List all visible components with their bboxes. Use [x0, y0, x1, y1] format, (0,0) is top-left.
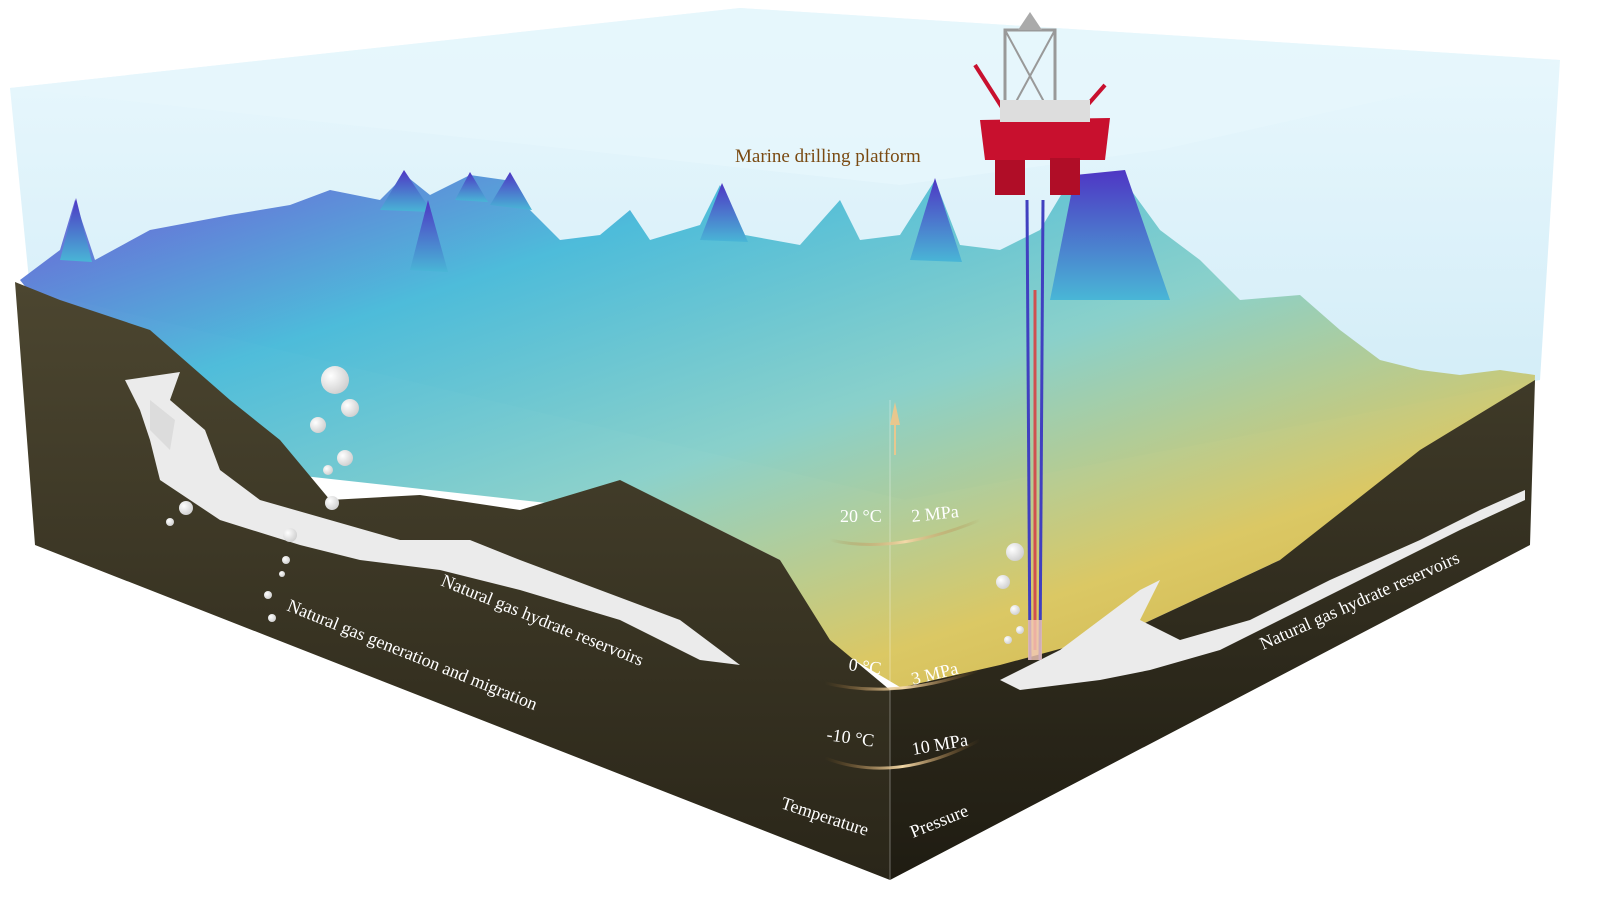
drilling-platform — [973, 12, 1110, 195]
left-sediment-face — [15, 282, 890, 880]
water-top-surface — [10, 8, 1560, 185]
gas-bubbles-well — [996, 543, 1024, 644]
right-sediment-face — [890, 380, 1535, 880]
temp-level-1: 20 °C — [840, 506, 882, 526]
temp-level-2: 0 °C — [847, 654, 882, 678]
drill-string — [1025, 199, 1045, 661]
platform-label: Marine drilling platform — [735, 146, 921, 167]
gas-bubbles-left — [166, 366, 359, 622]
hydrate-reservoirs-left — [125, 372, 740, 665]
seabed-terrain — [20, 175, 1535, 690]
pressure-level-1: 2 MPa — [910, 501, 959, 526]
temperature-pressure-scale — [824, 402, 981, 770]
hydrate-reservoirs-right — [1000, 490, 1525, 690]
purple-peaks — [60, 170, 1170, 300]
